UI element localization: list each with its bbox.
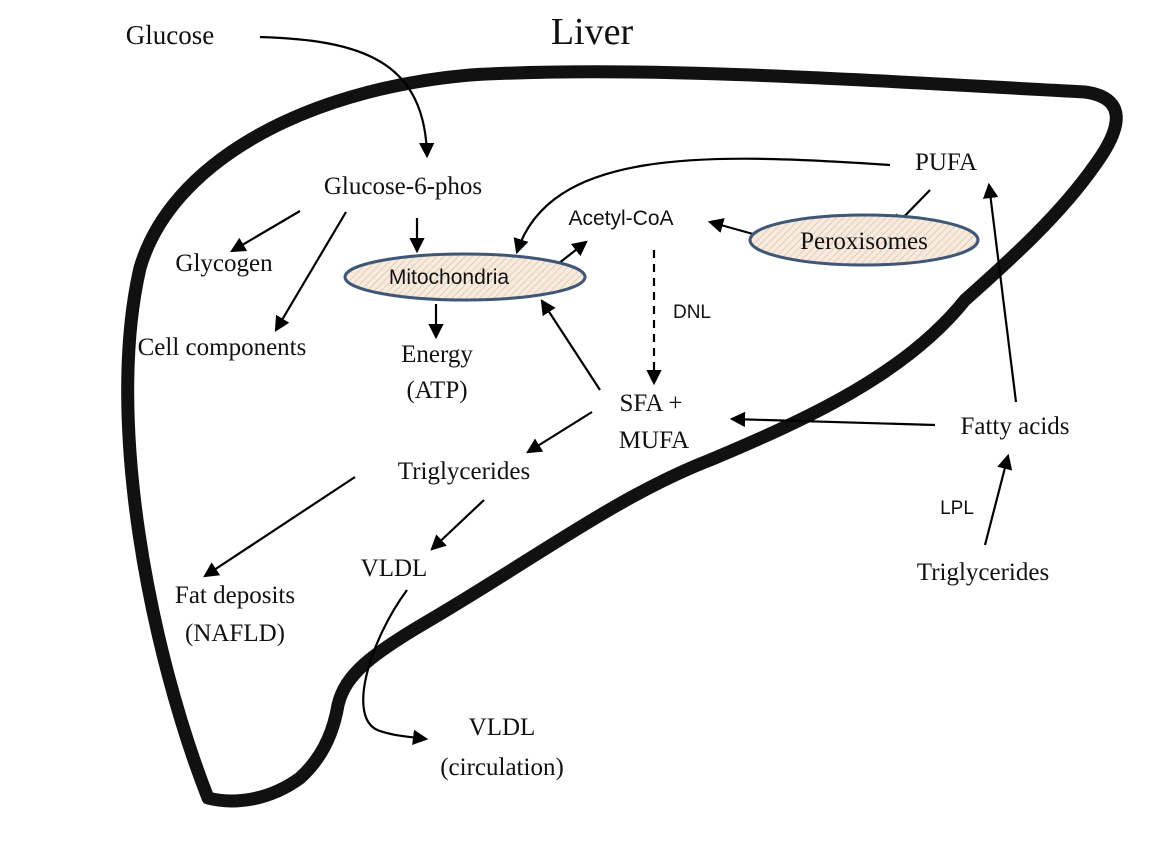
arrow-triglycerides-to-fattyacids — [983, 453, 1013, 546]
arrow-g6p-to-cell-components — [274, 211, 347, 332]
arrow-triglycerides-to-fat-deposits — [203, 476, 356, 578]
label-circulation: (circulation) — [440, 754, 564, 781]
arrow-peroxisomes-to-acetylcoa — [707, 218, 754, 236]
label-atp: (ATP) — [406, 377, 467, 404]
label-vldl: VLDL — [361, 555, 428, 582]
label-sfa: SFA + — [620, 390, 683, 417]
arrow-glucose-to-g6p — [259, 35, 435, 159]
label-mitochondria: Mitochondria — [389, 266, 510, 289]
label-cell-components: Cell components — [138, 334, 307, 361]
arrow-triglycerides-to-vldl — [430, 499, 485, 551]
arrow-fattyacids-to-pufa — [982, 182, 1018, 403]
arrow-pufa-to-mitochondria — [513, 157, 891, 255]
arrow-sfa-to-mitochondria — [540, 299, 601, 391]
label-vldl-circulation: VLDL — [469, 714, 536, 741]
label-glucose: Glucose — [126, 20, 214, 50]
label-triglycerides-center: Triglycerides — [398, 458, 530, 485]
arrow-vldl-to-circulation — [362, 589, 429, 746]
label-pufa: PUFA — [915, 149, 977, 176]
label-nafld: (NAFLD) — [185, 620, 285, 647]
mitochondria-organelle — [343, 252, 587, 302]
label-fatty-acids: Fatty acids — [960, 413, 1069, 440]
label-fat-deposits: Fat deposits — [175, 582, 295, 609]
peroxisomes-organelle — [748, 213, 980, 267]
label-lpl: LPL — [940, 498, 974, 519]
label-energy: Energy — [401, 341, 473, 368]
label-acetyl-coa: Acetyl-CoA — [568, 207, 673, 230]
label-triglycerides-outside: Triglycerides — [917, 559, 1049, 586]
label-glucose-6-phos: Glucose-6-phos — [324, 173, 482, 200]
liver-outline — [121, 65, 1123, 808]
diagram-title: Liver — [551, 11, 634, 53]
label-mufa: MUFA — [619, 427, 689, 454]
arrow-fattyacids-to-sfa — [729, 411, 936, 428]
label-peroxisomes: Peroxisomes — [800, 228, 928, 255]
label-dnl: DNL — [673, 302, 711, 323]
label-glycogen: Glycogen — [175, 250, 273, 277]
arrow-g6p-to-glycogen — [230, 210, 301, 253]
arrow-sfa-to-triglycerides — [526, 411, 593, 454]
